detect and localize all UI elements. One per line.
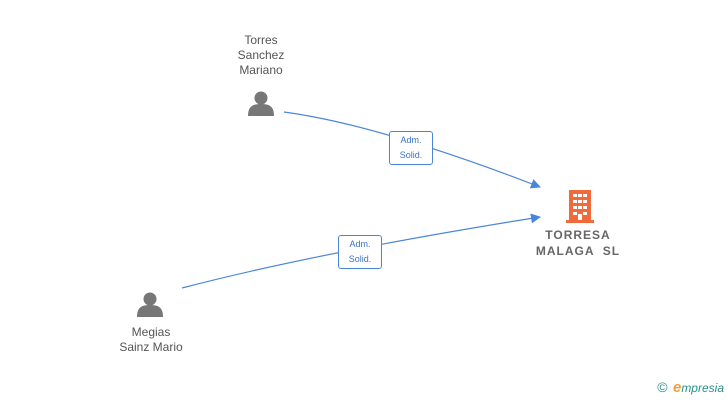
- edge-label-line: Solid.: [399, 150, 423, 160]
- brand-logo-text: mpresia: [681, 381, 724, 395]
- edge-label-line: Solid.: [348, 254, 372, 264]
- brand-footer: © empresia: [657, 379, 724, 396]
- person-name-megias[interactable]: Megias Sainz Mario: [96, 325, 206, 355]
- person-name-torres[interactable]: Torres Sanchez Mariano: [208, 33, 314, 78]
- edge-label-line: Adm.: [400, 135, 422, 145]
- edge-label-line: Adm.: [349, 239, 371, 249]
- company-name-line: MALAGA SL: [535, 244, 621, 258]
- name-line: Megias: [131, 325, 171, 339]
- name-line: Mariano: [239, 63, 283, 77]
- brand-logo-initial: e: [672, 379, 682, 396]
- person-icon[interactable]: [248, 91, 274, 117]
- copyright-icon: ©: [657, 379, 668, 395]
- edge-label-person1: Adm. Solid.: [389, 131, 433, 165]
- edge-label-person2: Adm. Solid.: [338, 235, 382, 269]
- name-line: Torres: [244, 33, 278, 47]
- company-name[interactable]: TORRESA MALAGA SL: [520, 227, 636, 259]
- company-name-line: TORRESA: [545, 228, 611, 242]
- building-icon[interactable]: [566, 190, 594, 223]
- person-icon[interactable]: [137, 292, 163, 318]
- name-line: Sanchez: [237, 48, 285, 62]
- name-line: Sainz Mario: [119, 340, 183, 354]
